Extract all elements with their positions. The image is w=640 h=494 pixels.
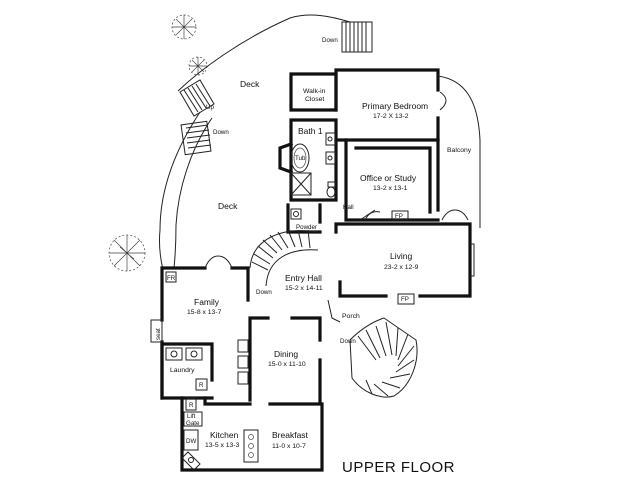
tree-icon — [108, 234, 146, 272]
office-label: Office or Study — [360, 173, 417, 183]
laundry-label: Laundry — [170, 367, 195, 374]
down-label-top: Down — [322, 37, 338, 44]
fp-living-label: FP — [401, 296, 409, 303]
entry-hall-label: Entry Hall — [285, 273, 322, 283]
r2-label: R — [189, 402, 194, 409]
r1-label: R — [199, 382, 204, 389]
shower-icon — [290, 172, 312, 196]
kitchen-sink-icon — [181, 451, 201, 471]
down-label-deck: Down — [213, 129, 229, 136]
curved-staircase — [249, 229, 319, 287]
stair-top — [341, 21, 373, 53]
dw-label: DW — [186, 438, 196, 445]
fr-label: FR — [167, 275, 176, 282]
primary-bedroom-label: Primary Bedroom — [362, 101, 428, 111]
dining-walls — [248, 316, 322, 406]
breakfast-dims: 11-0 x 10-7 — [272, 443, 306, 450]
washer-dryer-icon — [165, 347, 203, 361]
hall-label: Hall — [343, 204, 354, 211]
bathtub-icon — [290, 143, 310, 173]
up-label: Up — [206, 104, 214, 111]
deck-outline — [177, 14, 351, 92]
office-dims: 13-2 x 13-1 — [373, 185, 408, 192]
living-label: Living — [390, 251, 412, 261]
kitchen-label: Kitchen — [210, 430, 239, 440]
fridge-laundry — [195, 378, 208, 391]
stair-deck-lower — [180, 120, 212, 156]
powder-sink-icon — [290, 208, 302, 220]
tub-label: Tub — [295, 155, 306, 162]
cooktop-icon — [248, 434, 254, 458]
dining-label: Dining — [274, 349, 298, 359]
tree-icon — [188, 56, 208, 76]
sink-icon — [325, 132, 336, 165]
kitchen-dims: 13-5 x 13-3 — [205, 442, 240, 449]
entry-hall-dims: 15-2 x 14-11 — [285, 285, 323, 292]
fireplace-family — [165, 271, 177, 283]
primary-bedroom-dims: 17-2 X 13-2 — [373, 113, 409, 120]
floor-title: UPPER FLOOR — [342, 459, 455, 476]
family-label: Family — [194, 297, 220, 307]
lift-label-1: Lift — [187, 413, 196, 420]
kitchen-island — [243, 429, 259, 463]
stair-deck-upper — [179, 79, 215, 117]
walkin-label-2: Closet — [305, 96, 324, 103]
dishwasher — [183, 429, 199, 451]
down-label-porch: Down — [340, 338, 356, 345]
seat-label: seat — [155, 328, 162, 340]
walkin-label-1: Walk-in — [303, 88, 326, 95]
bath-label: Bath 1 — [298, 126, 323, 136]
powder-label: Powder — [296, 224, 317, 231]
fireplace-living — [397, 293, 415, 305]
window-bay-icon — [237, 339, 249, 385]
breakfast-label: Breakfast — [272, 430, 309, 440]
living-walls — [334, 222, 472, 298]
fridge-kitchen — [185, 397, 197, 411]
seat-bench — [150, 319, 163, 343]
lift-gate — [183, 411, 203, 427]
deck-upper-label: Deck — [240, 79, 260, 89]
down-label-entry: Down — [256, 289, 272, 296]
family-walls — [160, 266, 250, 400]
family-dims: 15-8 x 13-7 — [187, 309, 222, 316]
porch-label: Porch — [342, 313, 360, 320]
porch-stair — [349, 317, 418, 398]
dining-dims: 15-0 x 11-10 — [268, 361, 306, 368]
fireplace-office — [391, 210, 409, 221]
toilet-icon — [326, 181, 336, 198]
deck-lower-label: Deck — [218, 201, 238, 211]
lift-label-2: Gate — [186, 420, 200, 427]
balcony-label: Balcony — [447, 147, 472, 154]
living-dims: 23-2 x 12-9 — [384, 264, 419, 271]
tree-icon — [171, 14, 197, 40]
fp-office-label: FP — [395, 213, 403, 220]
